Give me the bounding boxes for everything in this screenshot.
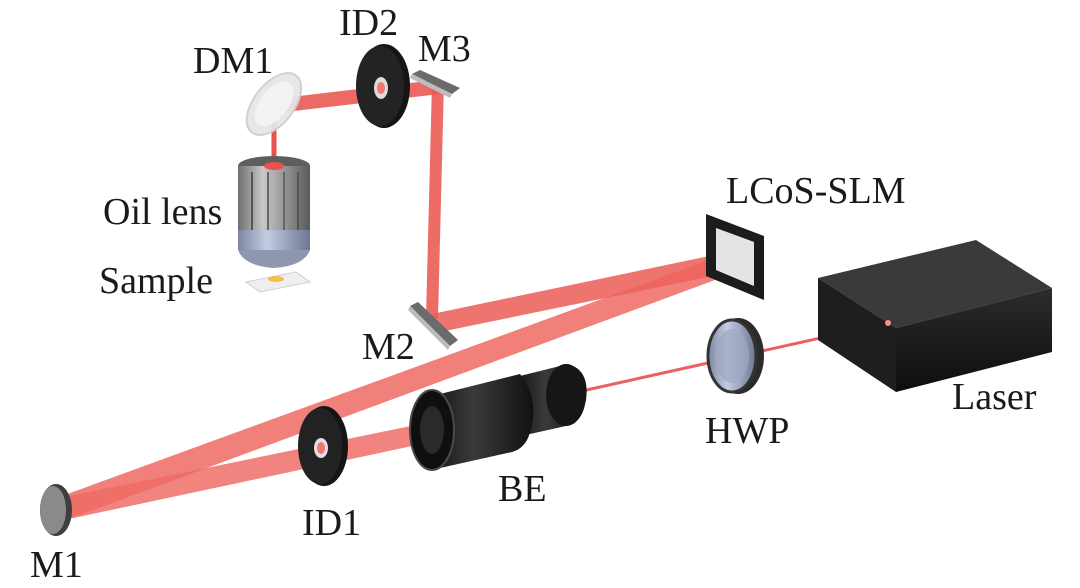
m2-mirror [408,302,458,350]
label-hwp: HWP [705,410,790,452]
laser-box [818,240,1052,392]
dm1-dichroic-mirror [245,72,303,136]
id2-iris [356,44,410,128]
label-laser: Laser [952,376,1037,418]
beam-m1-to-slm [62,250,742,520]
beam-m2-to-m3 [426,82,444,318]
label-id2: ID2 [339,2,399,44]
m1-mirror [40,484,72,536]
label-m2: M2 [362,326,415,368]
sample-slide [244,271,312,293]
label-id1: ID1 [302,502,362,544]
beam-paths [60,80,890,520]
oil-objective-lens [238,156,310,268]
label-dm1: DM1 [193,40,274,82]
label-sample: Sample [99,260,213,302]
label-lcos-slm: LCoS-SLM [726,170,906,212]
label-be: BE [498,468,547,510]
beam-be-to-m1 [60,420,450,520]
label-m3: M3 [418,28,471,70]
beam-expander [409,364,587,471]
label-oil-lens: Oil lens [103,191,223,233]
label-m1: M1 [30,544,83,586]
lcos-slm-device [706,214,764,300]
beam-slm-to-m2 [432,250,742,332]
m3-mirror [410,70,460,98]
hwp-waveplate [706,318,764,394]
id1-iris [298,406,348,486]
